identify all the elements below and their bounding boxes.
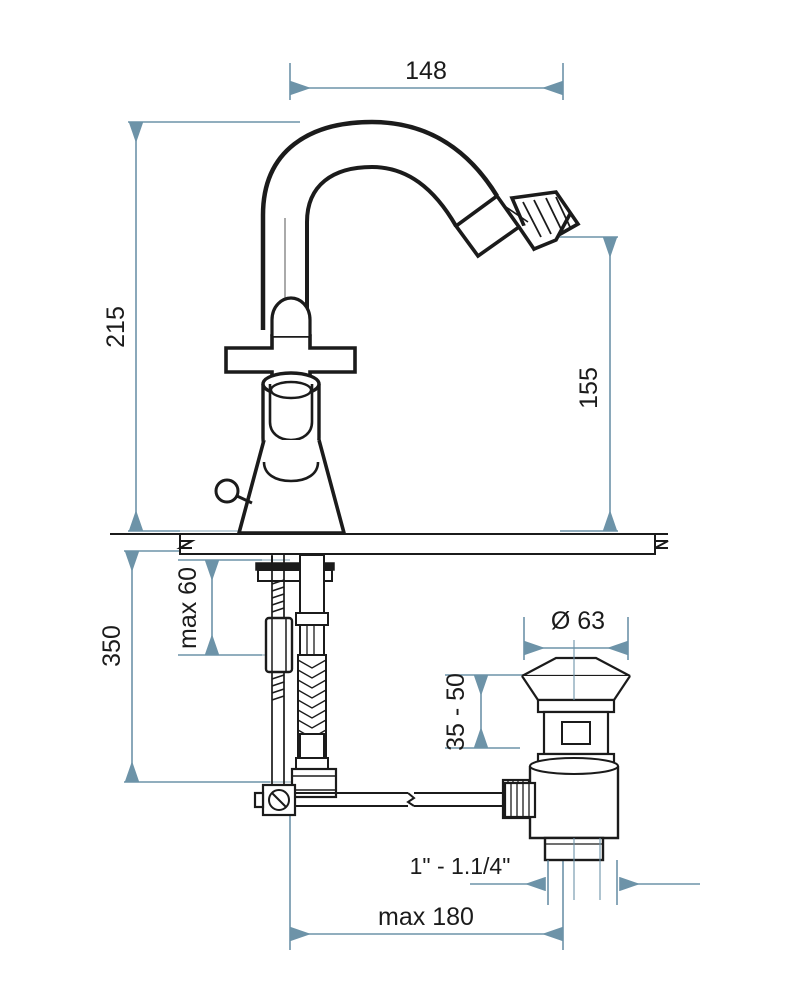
popup-lever-knob	[214, 478, 253, 505]
waste-body-top-ellipse	[529, 757, 619, 775]
waste-flange-top	[521, 656, 631, 678]
dim-label-350: 350	[98, 625, 126, 667]
waste-centre-lines	[547, 640, 601, 905]
rod-clamp	[253, 783, 297, 817]
pull-rod	[295, 792, 503, 807]
waste-flange-skirt	[521, 675, 631, 702]
counter-body	[179, 534, 656, 555]
faucet-assembly	[214, 119, 581, 535]
hose-lower-ferrule	[295, 733, 329, 770]
dim-label-diameter-63: Ø 63	[551, 607, 605, 635]
dim-label-215: 215	[102, 306, 130, 348]
flexible-hose	[290, 554, 338, 799]
dim-label-35-50: 35 - 50	[442, 673, 470, 751]
dim-diameter-63	[523, 617, 629, 660]
waste-body-cylinder	[528, 766, 620, 840]
waste-slot-window	[561, 721, 591, 745]
cross-handle	[224, 296, 357, 386]
stud-thread-hatch	[271, 579, 285, 701]
waste-side-connector	[503, 781, 537, 819]
dim-label-max-180: max 180	[378, 903, 474, 931]
spout-inner-curve	[305, 164, 458, 330]
aerator-nozzle	[453, 190, 581, 259]
threaded-stud	[264, 554, 294, 800]
dim-148	[289, 63, 564, 100]
dim-155	[530, 236, 618, 532]
dim-label-thread-size: 1" - 1.1/4"	[410, 853, 511, 879]
waste-upper-collar	[536, 698, 616, 714]
stud-lock-nut	[264, 616, 294, 674]
dimension-lines-layer	[124, 63, 700, 950]
spout-outer-curve	[260, 119, 499, 330]
under-counter-assembly	[253, 554, 631, 905]
counter-break-right	[654, 540, 669, 549]
counter-break-left	[176, 540, 196, 549]
dim-350	[124, 550, 270, 783]
dim-label-148: 148	[405, 57, 447, 85]
dim-label-max-60: max 60	[174, 567, 202, 649]
mounting-plate	[255, 556, 335, 582]
popup-waste-body	[521, 656, 631, 862]
faucet-base	[236, 439, 347, 535]
hose-upper-ferrule	[295, 554, 329, 656]
counter-slab	[110, 533, 669, 555]
dim-max-180	[289, 800, 564, 950]
dimension-text-layer: 148 215 350 155 max 60 Ø 63 35 - 50 1" -…	[98, 57, 605, 931]
dim-label-155: 155	[575, 367, 603, 409]
